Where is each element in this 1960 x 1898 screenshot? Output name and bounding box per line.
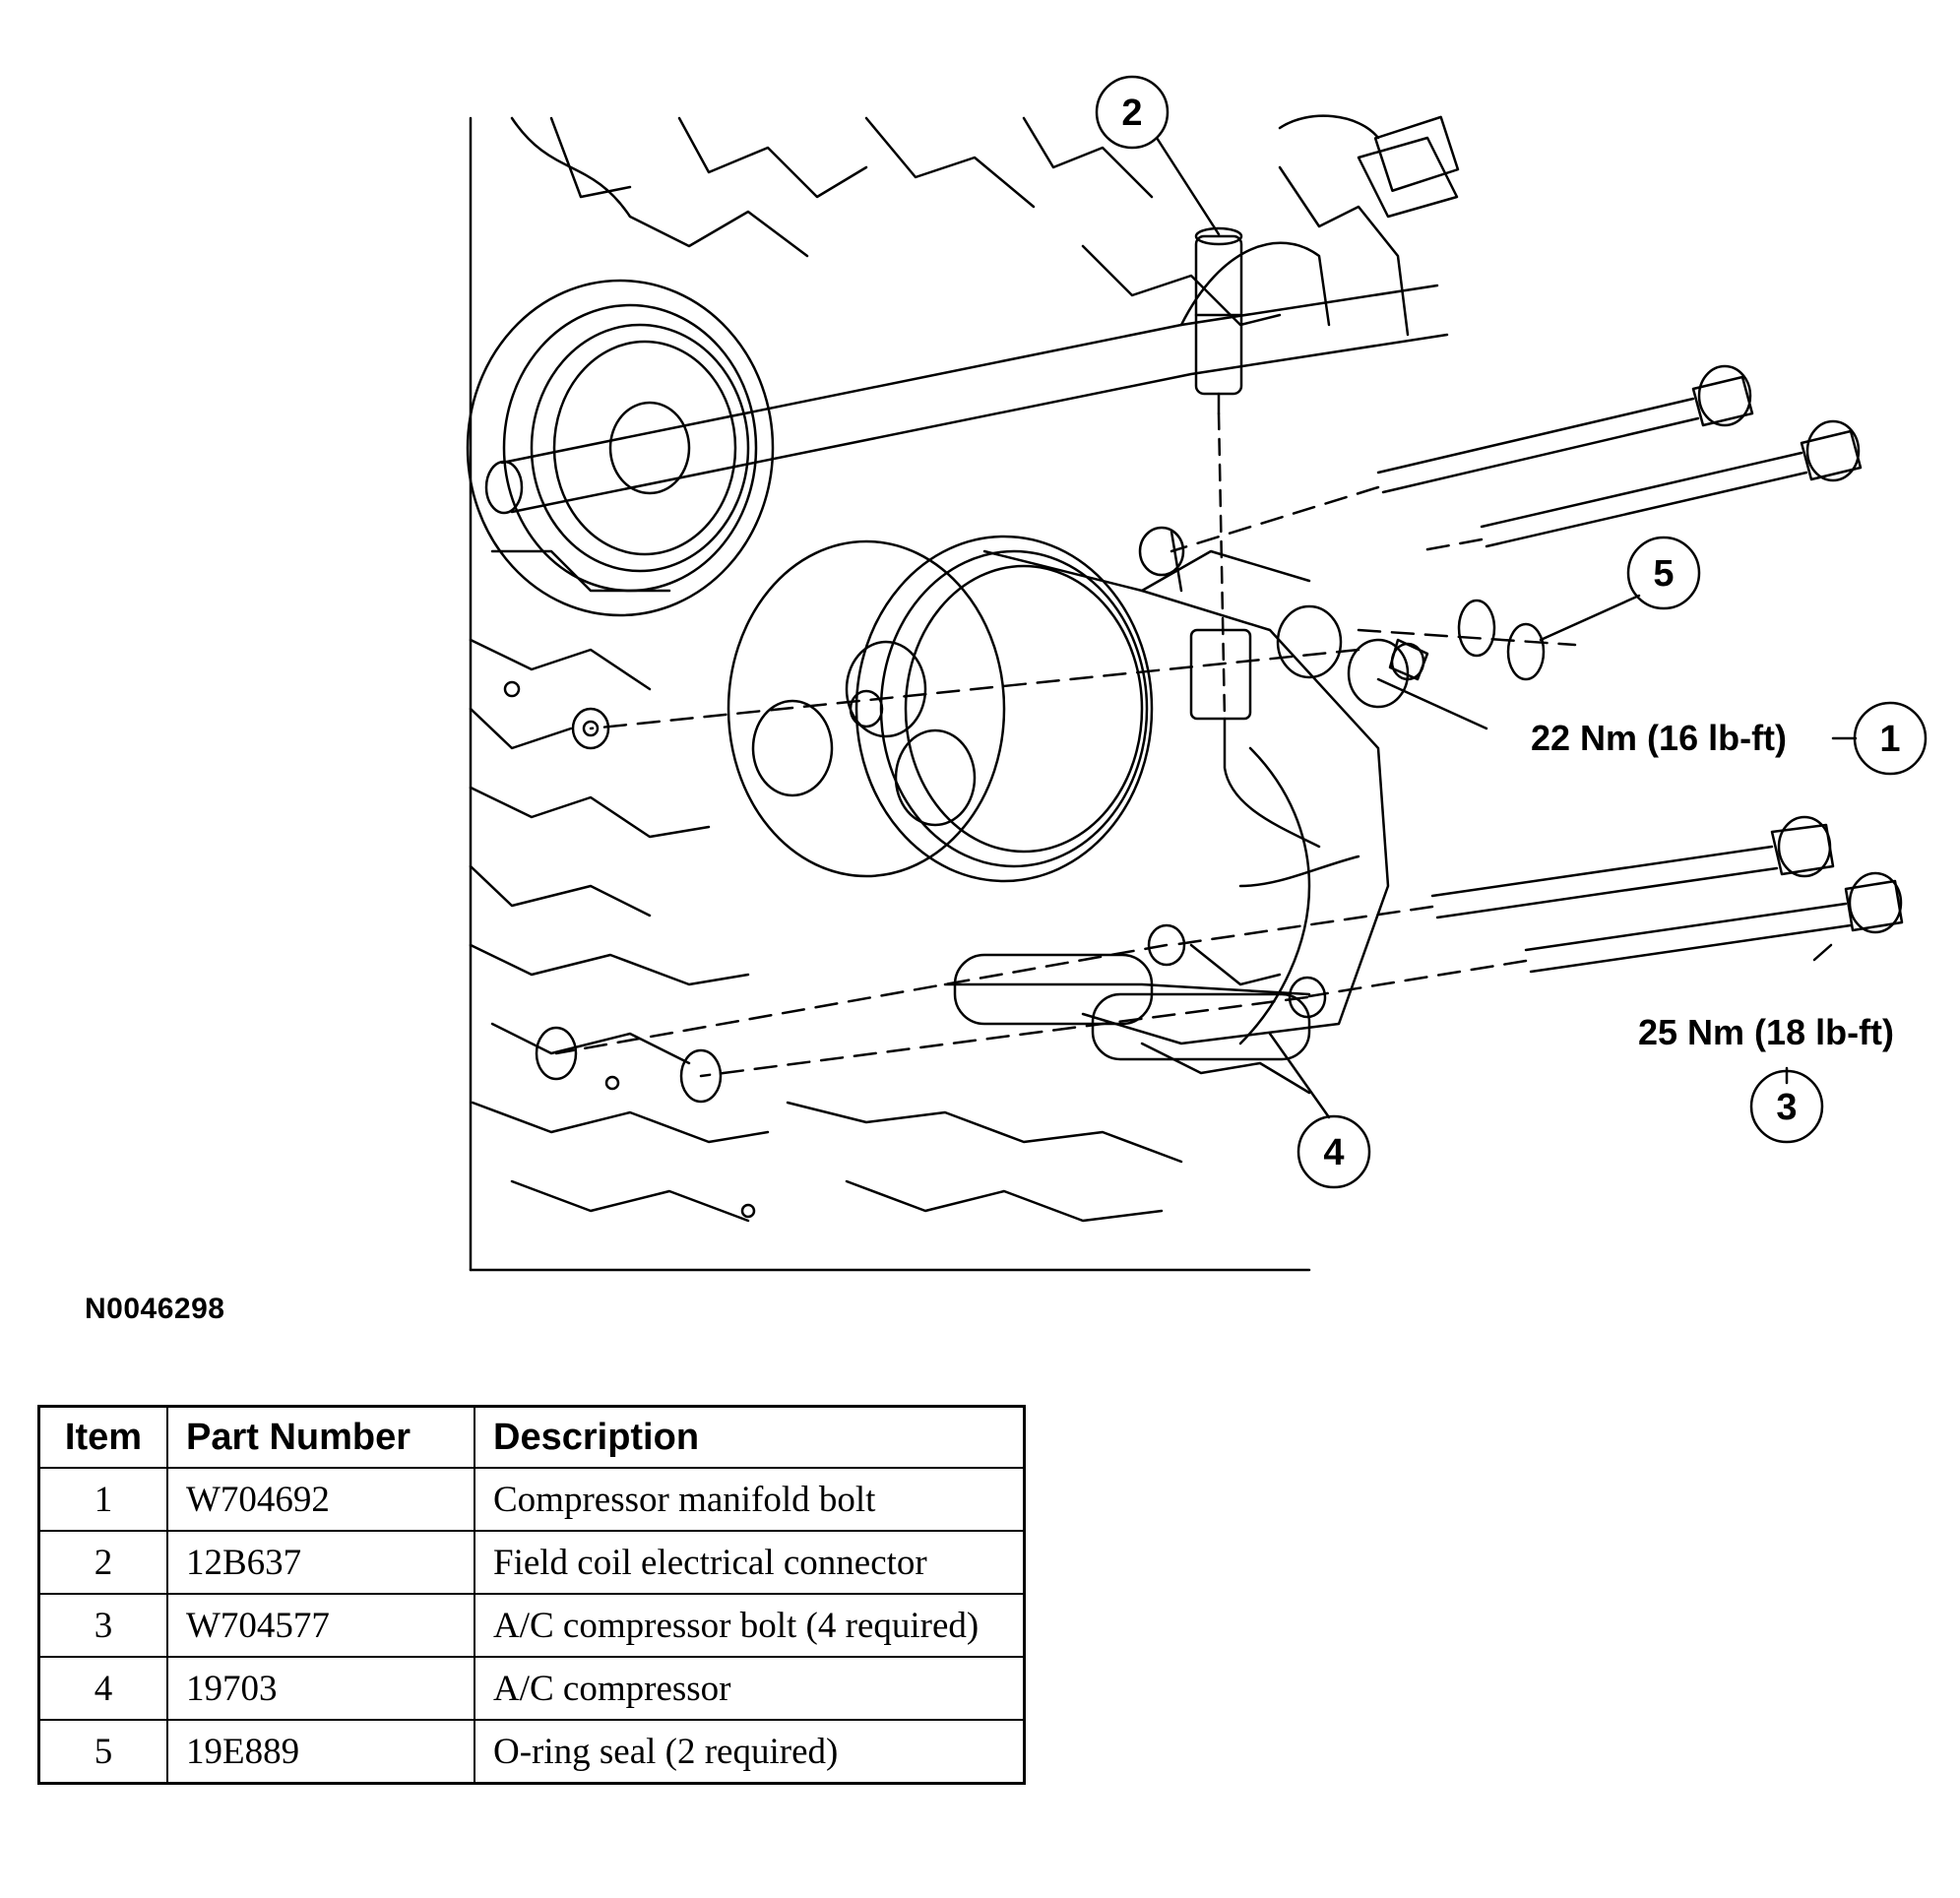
callout-4: 4 <box>1323 1132 1344 1173</box>
coolant-tube-illustration <box>484 115 1460 515</box>
cell-description: O-ring seal (2 required) <box>474 1719 1026 1785</box>
callout-2: 2 <box>1121 93 1142 134</box>
lower-compressor-bolts-illustration <box>554 648 1904 1078</box>
cell-description: Field coil electrical connector <box>474 1530 1026 1595</box>
callout-1: 1 <box>1879 719 1900 760</box>
column-header-item: Item <box>37 1405 168 1469</box>
cell-item: 2 <box>37 1530 168 1595</box>
cell-item: 1 <box>37 1467 168 1532</box>
cell-part-number: W704577 <box>166 1593 475 1658</box>
table-row: 4 19703 A/C compressor <box>37 1656 1026 1721</box>
engine-block-illustration <box>469 114 1410 1272</box>
field-coil-connector-illustration <box>1194 226 1243 721</box>
figure-id: N0046298 <box>85 1293 225 1325</box>
torque-spec-compressor-bolt: 25 Nm (18 lb-ft) <box>1638 1012 1894 1052</box>
cell-part-number: 12B637 <box>166 1530 475 1595</box>
column-header-part-number: Part Number <box>166 1405 475 1469</box>
o-ring-seals-illustration <box>1357 599 1577 681</box>
parts-table: Item Part Number Description 1 W704692 C… <box>37 1405 1026 1785</box>
cell-part-number: 19E889 <box>166 1719 475 1785</box>
crankshaft-pulley-illustration <box>466 279 775 617</box>
table-row: 5 19E889 O-ring seal (2 required) <box>37 1719 1026 1785</box>
cell-description: A/C compressor <box>474 1656 1026 1721</box>
cell-description: Compressor manifold bolt <box>474 1467 1026 1532</box>
cell-item: 4 <box>37 1656 168 1721</box>
upper-compressor-bolts-illustration <box>1170 364 1863 553</box>
cell-description: A/C compressor bolt (4 required) <box>474 1593 1026 1658</box>
table-row: 2 12B637 Field coil electrical connector <box>37 1530 1026 1595</box>
table-row: 1 W704692 Compressor manifold bolt <box>37 1467 1026 1532</box>
callout-5: 5 <box>1653 553 1674 595</box>
callout-3: 3 <box>1776 1087 1797 1128</box>
cell-item: 5 <box>37 1719 168 1785</box>
table-row: 3 W704577 A/C compressor bolt (4 require… <box>37 1593 1026 1658</box>
cell-item: 3 <box>37 1593 168 1658</box>
ac-compressor-illustration <box>535 526 1429 1104</box>
callout-circles <box>1095 75 1928 1189</box>
cell-part-number: 19703 <box>166 1656 475 1721</box>
column-header-description: Description <box>474 1405 1026 1469</box>
table-header-row: Item Part Number Description <box>37 1405 1026 1469</box>
callout-leader-lines <box>1155 136 1858 1119</box>
torque-spec-manifold-bolt: 22 Nm (16 lb-ft) <box>1531 718 1787 758</box>
cell-part-number: W704692 <box>166 1467 475 1532</box>
compressor-exploded-diagram: 2 5 1 3 4 22 Nm (16 lb-ft) 25 Nm (18 lb-… <box>466 75 1928 1272</box>
